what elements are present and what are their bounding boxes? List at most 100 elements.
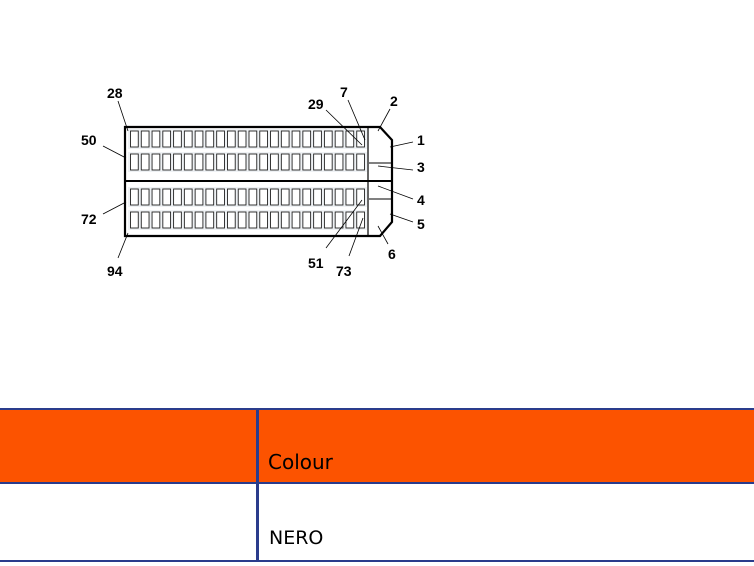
pin-label-1: 1 [417, 132, 425, 148]
connector-body [123, 125, 394, 238]
pin-label-2: 2 [390, 93, 398, 109]
pin-cavity [151, 130, 161, 148]
pin-cavity [259, 130, 268, 148]
pin-cavity [302, 211, 312, 229]
pin-cavity [334, 188, 344, 206]
pin-cavity [151, 188, 161, 206]
pin-cavity [226, 211, 236, 229]
pin-label-72: 72 [81, 211, 97, 227]
pin-cavity [151, 211, 161, 229]
pin-cavity [270, 188, 279, 206]
table-row-cell-right: NERO [256, 484, 754, 562]
pin-cavity [237, 153, 247, 171]
table-header-left [0, 408, 256, 484]
pin-cavity [162, 153, 172, 171]
pin-cavity [140, 153, 150, 171]
pin-label-7: 7 [340, 84, 348, 100]
pin-cavity [313, 130, 322, 148]
pin-cavity [259, 211, 268, 229]
pin-cavity-rows [128, 129, 367, 230]
pin-label-5: 5 [417, 216, 425, 232]
pin-cavity [280, 211, 290, 229]
pin-cavity [162, 188, 172, 206]
pin-cavity [280, 188, 290, 206]
pin-label-3: 3 [417, 159, 425, 175]
pin-cavity [194, 130, 204, 148]
pin-cavity [259, 153, 268, 171]
pin-cavity [356, 153, 365, 171]
pin-cavity [313, 153, 322, 171]
pin-cavity [130, 188, 139, 206]
pin-cavity [237, 211, 247, 229]
pin-cavity [323, 130, 333, 148]
pin-cavity [313, 211, 322, 229]
pin-label-94: 94 [107, 263, 123, 279]
pin-label-29: 29 [308, 96, 324, 112]
pin-cavity [194, 211, 204, 229]
pin-cavity [334, 211, 344, 229]
pin-label-51: 51 [308, 255, 324, 271]
pin-cavity [237, 130, 247, 148]
connector-pinout-diagram: 28 50 72 94 29 7 2 1 3 4 5 6 51 73 [81, 84, 425, 279]
pin-cavity [205, 130, 215, 148]
pin-cavity [291, 188, 301, 206]
pin-cavity [248, 130, 258, 148]
pin-cavity [248, 211, 258, 229]
pin-cavity [226, 130, 236, 148]
pin-cavity [194, 153, 204, 171]
pin-cavity [302, 153, 312, 171]
pin-label-73: 73 [336, 263, 352, 279]
pin-cavity [345, 188, 355, 206]
pin-cavity [226, 188, 236, 206]
pin-cavity [323, 188, 333, 206]
pin-cavity [356, 130, 365, 148]
pin-cavity [291, 130, 301, 148]
leader-lines [102, 99, 414, 259]
pin-table: Colour NERO [0, 408, 754, 562]
pin-cavity [183, 211, 193, 229]
pin-cavity [226, 153, 236, 171]
pin-cavity [216, 153, 225, 171]
pin-cavity [216, 130, 225, 148]
pin-cavity [183, 153, 193, 171]
pin-label-50: 50 [81, 132, 97, 148]
pin-cavity [280, 130, 290, 148]
pin-cavity [280, 153, 290, 171]
pin-cavity [130, 130, 139, 148]
pin-label-6: 6 [388, 246, 396, 262]
pin-cavity [162, 130, 172, 148]
pin-cavity [173, 153, 182, 171]
pin-cavity [205, 211, 215, 229]
pin-cavity [302, 130, 312, 148]
pin-cavity [345, 153, 355, 171]
pin-cavity [140, 211, 150, 229]
pin-cavity [140, 130, 150, 148]
pin-cavity [345, 211, 355, 229]
pin-cavity [237, 188, 247, 206]
colour-value: NERO [269, 527, 324, 549]
pin-cavity [270, 153, 279, 171]
pin-cavity [259, 188, 268, 206]
pin-cavity [334, 130, 344, 148]
pin-cavity [270, 211, 279, 229]
pin-cavity [323, 211, 333, 229]
pin-cavity [151, 153, 161, 171]
pin-cavity [248, 153, 258, 171]
pin-cavity [313, 188, 322, 206]
pin-cavity [356, 188, 365, 206]
pin-cavity [173, 211, 182, 229]
table-row-cell-left [0, 484, 256, 562]
pin-cavity [216, 211, 225, 229]
pin-cavity [291, 211, 301, 229]
pin-cavity [248, 188, 258, 206]
pin-cavity [291, 153, 301, 171]
pin-cavity [323, 153, 333, 171]
pin-cavity [216, 188, 225, 206]
pin-cavity [183, 188, 193, 206]
pin-cavity [130, 211, 139, 229]
pin-cavity [183, 130, 193, 148]
pin-cavity [302, 188, 312, 206]
pin-cavity [205, 153, 215, 171]
pin-cavity [334, 153, 344, 171]
pin-cavity [173, 188, 182, 206]
